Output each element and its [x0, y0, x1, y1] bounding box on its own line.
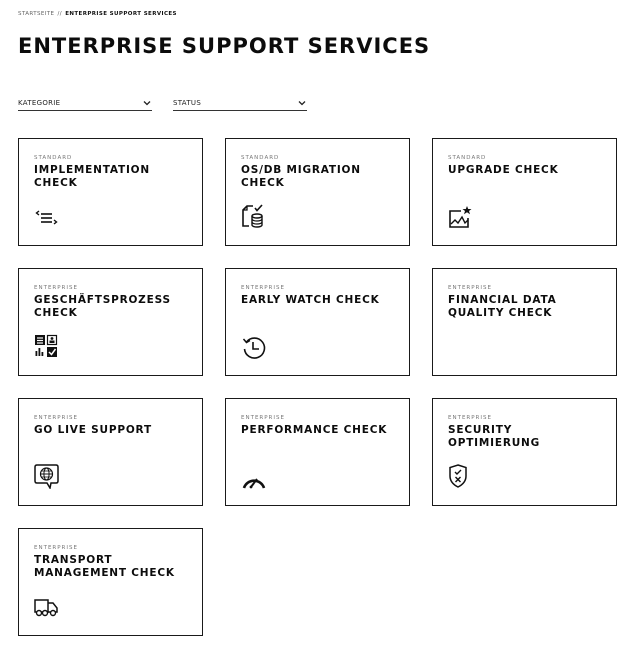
- breadcrumb-separator: //: [57, 11, 63, 17]
- card-category: ENTERPRISE: [241, 285, 285, 291]
- service-card-osdb-migration-check[interactable]: STANDARD OS/DB MIGRATION CHECK: [225, 138, 410, 246]
- shield-check-x-icon: [448, 463, 474, 489]
- history-clock-icon: [241, 334, 267, 360]
- service-card-early-watch-check[interactable]: ENTERPRISE EARLY WATCH CHECK: [225, 268, 410, 376]
- service-card-financial-data-quality-check[interactable]: ENTERPRISE FINANCIAL DATA QUALITY CHECK: [432, 268, 617, 376]
- status-filter-dropdown[interactable]: STATUS: [173, 97, 307, 111]
- card-category: ENTERPRISE: [448, 415, 492, 421]
- card-category: ENTERPRISE: [34, 285, 78, 291]
- service-card-implementation-check[interactable]: STANDARD IMPLEMENTATION CHECK: [18, 138, 203, 246]
- card-title: SECURITY OPTIMIERUNG: [448, 424, 541, 449]
- card-title: EARLY WATCH CHECK: [241, 294, 380, 306]
- card-category: STANDARD: [448, 155, 487, 161]
- breadcrumb: STARTSEITE // ENTERPRISE SUPPORT SERVICE…: [18, 11, 177, 17]
- breadcrumb-current: ENTERPRISE SUPPORT SERVICES: [65, 11, 177, 17]
- speedometer-icon: [241, 467, 267, 493]
- card-category: ENTERPRISE: [34, 545, 78, 551]
- card-category: STANDARD: [241, 155, 280, 161]
- service-card-upgrade-check[interactable]: STANDARD UPGRADE CHECK: [432, 138, 617, 246]
- card-category: ENTERPRISE: [34, 415, 78, 421]
- page-title: ENTERPRISE SUPPORT SERVICES: [18, 34, 431, 58]
- status-filter-label: STATUS: [173, 99, 202, 107]
- chart-star-icon: [448, 205, 474, 231]
- breadcrumb-home-link[interactable]: STARTSEITE: [18, 11, 55, 17]
- chevron-down-icon: [298, 101, 306, 106]
- code-list-icon: [34, 205, 60, 231]
- service-card-transport-management-check[interactable]: ENTERPRISE TRANSPORT MANAGEMENT CHECK: [18, 528, 203, 636]
- card-title: PERFORMANCE CHECK: [241, 424, 388, 436]
- card-title: GESCHÄFTSPROZESS CHECK: [34, 294, 171, 319]
- card-category: ENTERPRISE: [448, 285, 492, 291]
- service-card-go-live-support[interactable]: ENTERPRISE GO LIVE SUPPORT: [18, 398, 203, 506]
- card-title: TRANSPORT MANAGEMENT CHECK: [34, 554, 175, 579]
- card-title: GO LIVE SUPPORT: [34, 424, 152, 436]
- business-process-grid-icon: [34, 333, 60, 359]
- chevron-down-icon: [143, 101, 151, 106]
- category-filter-label: KATEGORIE: [18, 99, 61, 107]
- card-title: UPGRADE CHECK: [448, 164, 559, 176]
- card-title: IMPLEMENTATION CHECK: [34, 164, 150, 189]
- service-card-geschaeftsprozess-check[interactable]: ENTERPRISE GESCHÄFTSPROZESS CHECK: [18, 268, 203, 376]
- truck-icon: [34, 593, 60, 619]
- card-category: STANDARD: [34, 155, 73, 161]
- globe-chat-icon: [34, 463, 60, 491]
- document-database-check-icon: [241, 203, 267, 229]
- service-card-security-optimierung[interactable]: ENTERPRISE SECURITY OPTIMIERUNG: [432, 398, 617, 506]
- service-card-performance-check[interactable]: ENTERPRISE PERFORMANCE CHECK: [225, 398, 410, 506]
- card-title: FINANCIAL DATA QUALITY CHECK: [448, 294, 557, 319]
- card-title: OS/DB MIGRATION CHECK: [241, 164, 361, 189]
- card-category: ENTERPRISE: [241, 415, 285, 421]
- category-filter-dropdown[interactable]: KATEGORIE: [18, 97, 152, 111]
